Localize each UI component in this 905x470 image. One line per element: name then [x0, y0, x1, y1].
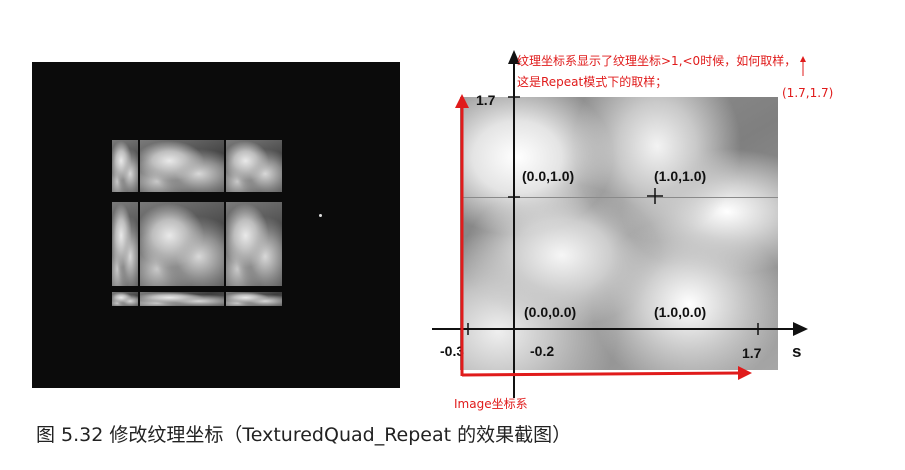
texture-tile [112, 202, 138, 286]
red-annotation-arrows [455, 56, 806, 380]
red-horizontal-arrow-line [461, 371, 743, 377]
texture-coordinate-diagram: 1.7 -0.3 -0.2 1.7 s (0.0,1.0) (1.0,1.0) … [420, 0, 905, 420]
texture-tile [112, 292, 138, 306]
red-corner-pointer-head [800, 56, 806, 62]
x-tick-label-right: 1.7 [742, 345, 762, 361]
x-tick-label-mid: -0.2 [530, 343, 555, 359]
texture-tile [140, 202, 224, 286]
tile-boundary-horizontal [460, 197, 778, 198]
s-axis [432, 328, 798, 330]
t-axis-arrowhead [508, 50, 520, 64]
texture-tile [140, 140, 224, 192]
coord-label-top-left: (0.0,1.0) [522, 168, 575, 184]
texture-tile [140, 292, 224, 306]
x-tick-label-left: -0.3 [440, 343, 465, 359]
s-axis-label: s [792, 342, 802, 361]
coord-label-bottom-left: (0.0,0.0) [524, 304, 577, 320]
red-up-arrowhead [455, 94, 469, 108]
figure-caption: 图 5.32 修改纹理坐标（TexturedQuad_Repeat 的效果截图） [36, 424, 572, 446]
annotation-image-coord-label: Image坐标系 [454, 397, 528, 411]
y-tick-label-top: 1.7 [476, 92, 496, 108]
texture-tile [226, 140, 282, 192]
annotation-note-line1: 纹理坐标系显示了纹理坐标>1,<0时候，如何取样， [517, 54, 797, 68]
axis-arrowheads [467, 50, 808, 336]
stray-pixel [319, 214, 322, 217]
t-axis [513, 58, 515, 398]
s-axis-arrowhead [793, 322, 808, 336]
render-output-panel [32, 62, 400, 388]
coord-label-bottom-right: (1.0,0.0) [654, 304, 707, 320]
red-right-arrowhead [738, 366, 752, 380]
texture-tile [226, 202, 282, 286]
coord-label-top-right: (1.0,1.0) [654, 168, 707, 184]
annotation-corner-point: (1.7,1.7) [782, 86, 834, 100]
texture-tile [226, 292, 282, 306]
annotation-note-line2: 这是Repeat模式下的取样； [517, 75, 668, 89]
texture-tile [112, 140, 138, 192]
